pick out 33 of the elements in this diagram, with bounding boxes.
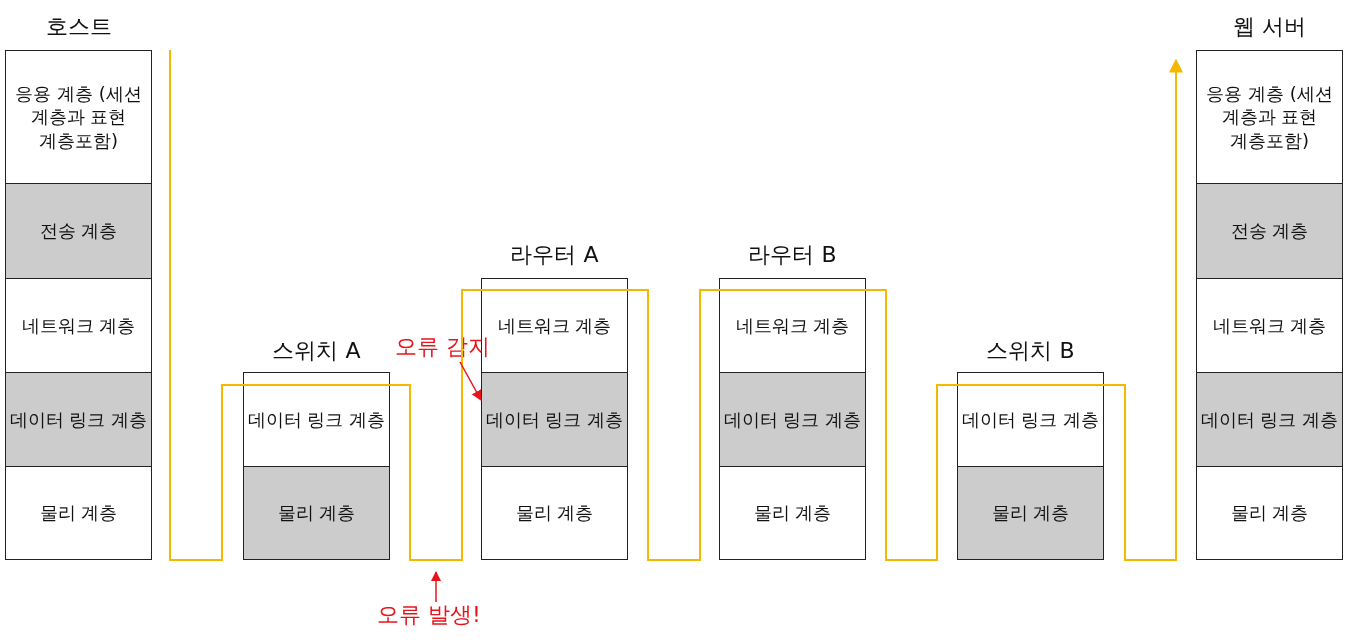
protocol-layer: 전송 계층 [5, 183, 152, 279]
device-label: 라우터 A [509, 241, 600, 269]
device-label: 스위치 B [985, 337, 1076, 365]
protocol-layer: 물리 계층 [957, 466, 1104, 560]
error-note: 오류 발생! [377, 604, 481, 626]
protocol-layer: 물리 계층 [481, 466, 628, 560]
signal-path [718, 289, 958, 561]
device-label: 라우터 B [747, 241, 838, 269]
protocol-layer: 물리 계층 [5, 466, 152, 560]
protocol-layer: 네트워크 계층 [5, 278, 152, 373]
protocol-layer: 데이터 링크 계층 [5, 372, 152, 467]
device-label: 호스트 [44, 13, 113, 41]
signal-path [956, 58, 1183, 561]
protocol-layer: 전송 계층 [1196, 183, 1343, 279]
protocol-layer: 응용 계층 (세션 계층과 표현 계층포함) [5, 50, 152, 184]
protocol-layer: 데이터 링크 계층 [243, 372, 390, 467]
device-label: 스위치 A [271, 337, 362, 365]
signal-path [480, 289, 720, 561]
protocol-layer: 물리 계층 [719, 466, 866, 560]
protocol-layer: 물리 계층 [243, 466, 390, 560]
device-label: 웹 서버 [1232, 13, 1307, 41]
pointer-arrow [430, 570, 442, 603]
protocol-layer: 데이터 링크 계층 [719, 372, 866, 467]
signal-path [242, 289, 482, 561]
protocol-layer: 응용 계층 (세션 계층과 표현 계층포함) [1196, 50, 1343, 184]
protocol-layer: 네트워크 계층 [1196, 278, 1343, 373]
protocol-layer: 네트워크 계층 [719, 278, 866, 373]
signal-path [169, 49, 244, 561]
protocol-layer: 물리 계층 [1196, 466, 1343, 560]
protocol-layer: 데이터 링크 계층 [1196, 372, 1343, 467]
pointer-arrow [459, 361, 482, 401]
protocol-layer: 데이터 링크 계층 [957, 372, 1104, 467]
protocol-layer: 데이터 링크 계층 [481, 372, 628, 467]
